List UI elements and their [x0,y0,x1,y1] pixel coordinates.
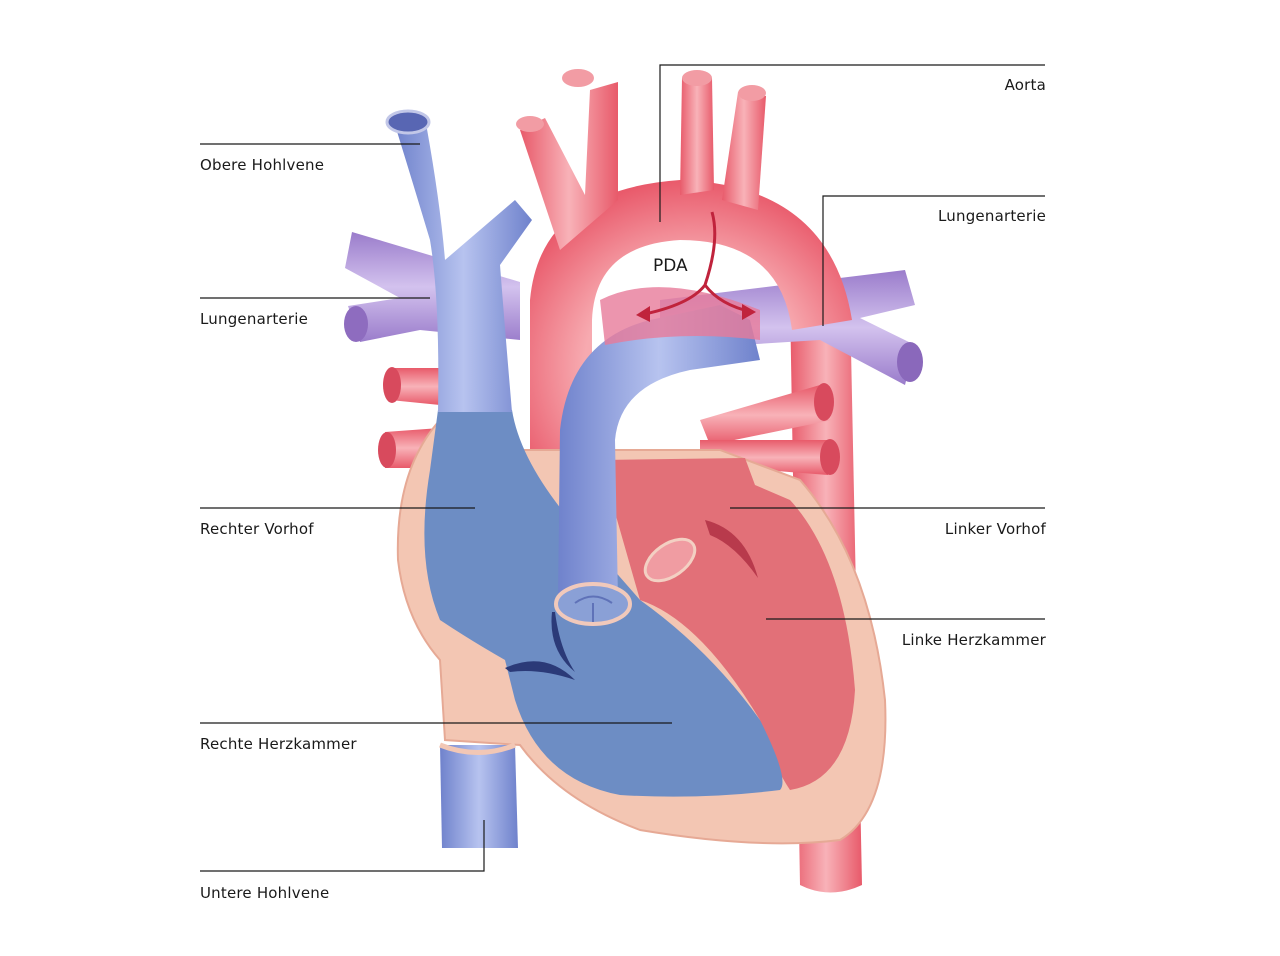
pulmonary-artery-left-opening [344,306,368,342]
aortic-branch-1b-end [516,116,544,132]
pda-arrowhead-right [742,304,756,320]
pulmonary-trunk [558,305,760,600]
pulmonary-artery-right-opening [897,342,923,382]
aortic-branch-3 [722,92,766,210]
label-lungenarterie-left: Lungenarterie [200,310,308,328]
label-rechter-vorhof: Rechter Vorhof [200,520,314,538]
inferior-vena-cava-ring [439,742,516,755]
pulmonary-leaflet [551,612,575,672]
aortic-branch-1-end [562,69,594,87]
aortic-branch-2 [680,78,714,195]
pulmonary-valve-cusps [574,595,613,622]
pulmonary-vein-left-upper-end [383,367,401,403]
pda-arrowhead-left [636,306,650,322]
pulmonary-vein-right-upper-end [814,383,834,421]
aortic-branch-1 [520,82,618,250]
left-heart-chamber [600,458,855,790]
leader-lungenarterie-right [822,195,1045,326]
aortic-branch-3-end [738,85,766,101]
inferior-vena-cava [440,745,518,848]
label-aorta: Aorta [1004,76,1046,94]
pulmonary-vein-left-upper [390,368,440,405]
superior-vena-cava [395,118,532,412]
pda-duct [600,287,760,345]
label-rechte-herzkammer: Rechte Herzkammer [200,735,357,753]
leader-untere-hohlvene [200,820,485,872]
label-linker-vorhof: Linker Vorhof [944,520,1046,538]
aortic-branch-2-end [682,70,712,86]
mitral-leaflet [705,520,758,578]
tricuspid-leaflet [505,661,575,680]
leader-lines [200,64,1045,872]
label-untere-hohlvene: Untere Hohlvene [200,884,330,902]
leader-aorta [659,64,1045,222]
pulmonary-vein-left-lower-end [378,432,396,468]
pulmonary-vein-right-upper [700,385,832,445]
label-pda: PDA [653,256,688,276]
label-linke-herzkammer: Linke Herzkammer [901,631,1046,649]
aortic-arch [530,180,852,490]
pulmonary-vein-right-lower-end [820,439,840,475]
mitral-valve [643,537,697,583]
label-obere-hohlvene: Obere Hohlvene [200,156,325,174]
label-lungenarterie-right: Lungenarterie [938,207,1046,225]
superior-vena-cava-opening [385,109,431,135]
